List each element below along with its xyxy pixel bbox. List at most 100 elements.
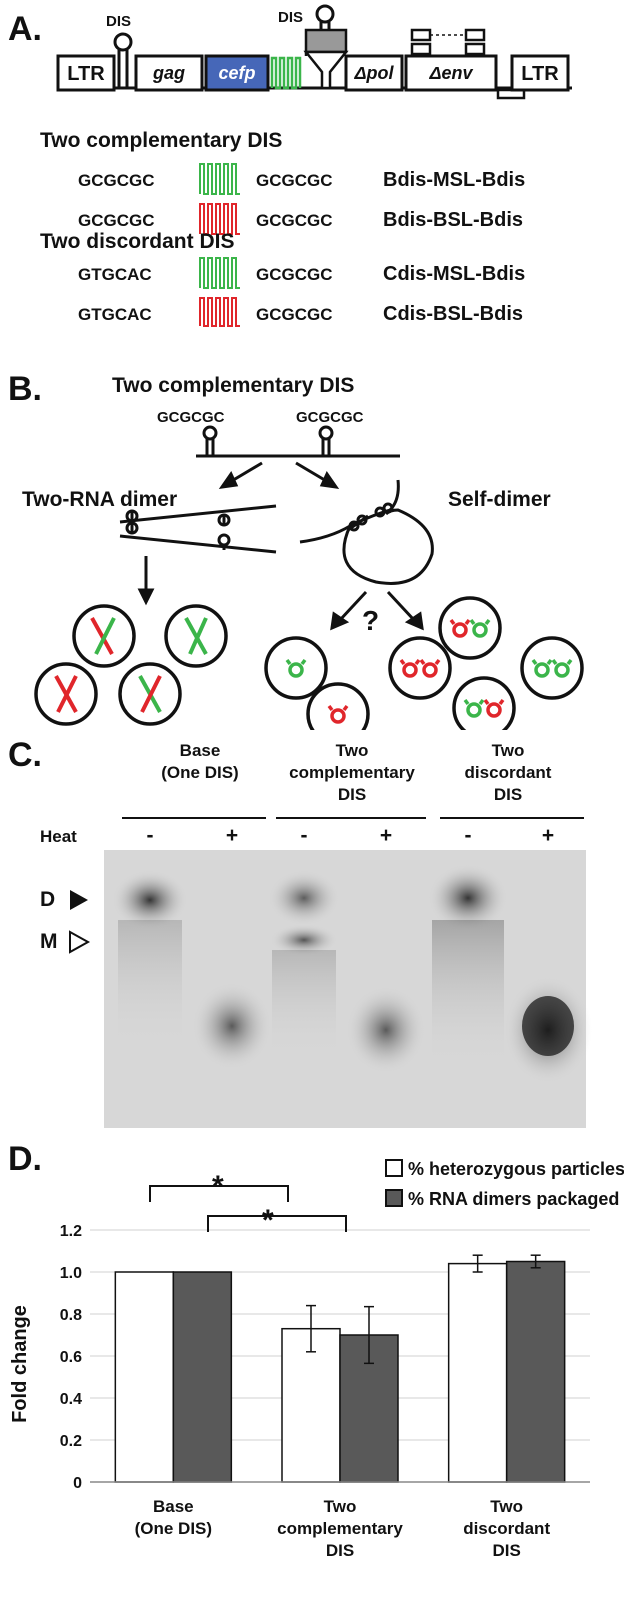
group2-line2: complementary bbox=[289, 763, 415, 782]
delta-pol-label: Δpol bbox=[353, 63, 394, 83]
group3-line2: discordant bbox=[465, 763, 552, 782]
y-tick-label: 0.8 bbox=[60, 1307, 82, 1324]
lane5-smear bbox=[432, 920, 504, 1070]
lane5-sign: - bbox=[465, 824, 472, 847]
bar-dimers bbox=[505, 1260, 566, 1483]
disc-row1-construct-name: Cdis-MSL-Bdis bbox=[383, 263, 525, 285]
disc-row2-construct-name: Cdis-BSL-Bdis bbox=[383, 303, 523, 325]
x-category-label: Base bbox=[153, 1497, 194, 1516]
homozygous-particles bbox=[264, 596, 584, 746]
panel-b-label: B. bbox=[8, 370, 42, 408]
legend-swatch-heterozygous bbox=[385, 1159, 403, 1177]
delta-env-box bbox=[404, 54, 498, 92]
lane-signs: - + - + - + bbox=[147, 824, 555, 847]
panel-c-figure: C. Base (One DIS) Two complementary DIS … bbox=[8, 736, 592, 1128]
panel-b-figure: B. Two complementary DIS GCGCGC GCGCGC T… bbox=[8, 370, 584, 746]
x-category-label: Two bbox=[324, 1497, 357, 1516]
comp-row1-construct-name: Bdis-MSL-Bdis bbox=[383, 169, 525, 191]
lane6-monomer-core bbox=[522, 996, 574, 1056]
self-dimer-symbols bbox=[285, 618, 573, 724]
msl-green-insert bbox=[270, 56, 302, 90]
lane2-monomer-band bbox=[192, 982, 272, 1070]
stem-loop-left bbox=[202, 425, 218, 456]
y-tick-label: 0.4 bbox=[60, 1391, 82, 1408]
legend-swatch-dimers bbox=[385, 1189, 403, 1207]
lane5-dimer-band bbox=[428, 864, 508, 932]
lane4-monomer-band bbox=[346, 986, 426, 1074]
x-category-label: complementary bbox=[277, 1519, 403, 1538]
gag-label: gag bbox=[152, 63, 185, 83]
delta-pol-box bbox=[344, 54, 404, 92]
error-bars bbox=[306, 1254, 541, 1365]
ltr-left-box bbox=[56, 54, 116, 92]
bar-heterozygous bbox=[114, 1271, 175, 1483]
comp-row1-stem-loop-green bbox=[199, 163, 240, 195]
comp-row1-left-seq: GCGCGC bbox=[78, 171, 155, 190]
heat-label: Heat bbox=[40, 827, 77, 846]
y-tick-label: 0.6 bbox=[60, 1349, 82, 1366]
panel-b-seq-left: GCGCGC bbox=[157, 409, 225, 426]
panel-b-title: Two complementary DIS bbox=[112, 374, 354, 397]
comp-row2-left-seq: GCGCGC bbox=[78, 211, 155, 230]
panel-c-label: C. bbox=[8, 736, 42, 774]
lane3-smear bbox=[272, 950, 336, 1060]
group1-line1: Base bbox=[180, 741, 221, 760]
panel-c: C. Base (One DIS) Two complementary DIS … bbox=[0, 730, 624, 1130]
dis-insert-funnel bbox=[303, 50, 349, 90]
ltr-right-box bbox=[510, 54, 570, 92]
self-dimer-drawing bbox=[299, 479, 434, 585]
heterozygous-particles bbox=[34, 604, 228, 726]
dis-stem-loop-1 bbox=[113, 32, 133, 88]
question-mark: ? bbox=[362, 605, 379, 636]
two-rna-dimer-drawing bbox=[119, 504, 277, 554]
comp-row2-stem-loop-red bbox=[199, 203, 240, 235]
legend-label-heterozygous: % heterozygous particles bbox=[408, 1159, 624, 1179]
x-category-label: DIS bbox=[492, 1541, 520, 1560]
stem-loop-right bbox=[318, 425, 334, 456]
ltr-right-label: LTR bbox=[521, 63, 559, 85]
significance-star-1: * bbox=[212, 1170, 224, 1203]
marker-d-arrow bbox=[70, 890, 88, 910]
group2-line3: DIS bbox=[338, 785, 366, 804]
lane3-sign: - bbox=[301, 824, 308, 847]
x-category-label: discordant bbox=[463, 1519, 550, 1538]
x-category-labels: Base(One DIS)TwocomplementaryDISTwodisco… bbox=[135, 1497, 551, 1560]
significance-star-2: * bbox=[262, 1204, 274, 1237]
arrow-self-down-left bbox=[330, 590, 368, 631]
marker-d-label: D bbox=[40, 888, 55, 911]
group2-line1: Two bbox=[336, 741, 369, 760]
gel-group-headers: Base (One DIS) Two complementary DIS Two… bbox=[161, 741, 552, 804]
gag-box bbox=[134, 54, 204, 92]
panel-d-chart: D. 00.20.40.60.81.01.2 Fold change Base(… bbox=[8, 1140, 624, 1560]
dis-label-1: DIS bbox=[106, 13, 131, 30]
ltr-left-label: LTR bbox=[67, 63, 105, 85]
disc-row1-right-seq: GCGCGC bbox=[256, 265, 333, 284]
disc-row2-right-seq: GCGCGC bbox=[256, 305, 333, 324]
bar-series bbox=[114, 1260, 566, 1483]
y-tick-label: 1.2 bbox=[60, 1223, 82, 1240]
marker-m-arrow bbox=[69, 930, 91, 954]
x-category-label: Two bbox=[490, 1497, 523, 1516]
header-discordant: Two discordant DIS bbox=[40, 230, 234, 253]
group3-line1: Two bbox=[492, 741, 525, 760]
lane4-sign: + bbox=[380, 824, 392, 847]
disc-row1-stem-loop-green bbox=[199, 257, 240, 289]
disc-row2-stem-loop-red bbox=[199, 297, 240, 327]
self-dimer-label: Self-dimer bbox=[448, 488, 551, 511]
dis-label-2: DIS bbox=[278, 9, 303, 26]
panel-a-label: A. bbox=[8, 10, 42, 48]
panel-b: B. Two complementary DIS GCGCGC GCGCGC T… bbox=[0, 330, 624, 746]
chart-legend: % heterozygous particles % RNA dimers pa… bbox=[385, 1159, 624, 1209]
marker-m-label: M bbox=[40, 930, 58, 953]
y-tick-labels: 00.20.40.60.81.01.2 bbox=[60, 1223, 82, 1492]
panel-a: A. LTR DIS gag cefp DIS Δpol Δenv LTR bbox=[0, 0, 624, 330]
panel-d-label: D. bbox=[8, 1140, 42, 1178]
y-tick-label: 0 bbox=[73, 1475, 82, 1492]
bar-dimers bbox=[172, 1271, 233, 1483]
group1-line2: (One DIS) bbox=[161, 763, 238, 782]
lane1-sign: - bbox=[147, 824, 154, 847]
disc-row1-left-seq: GTGCAC bbox=[78, 265, 152, 284]
legend-label-dimers: % RNA dimers packaged bbox=[408, 1189, 619, 1209]
arrow-to-two-rna bbox=[218, 461, 263, 489]
